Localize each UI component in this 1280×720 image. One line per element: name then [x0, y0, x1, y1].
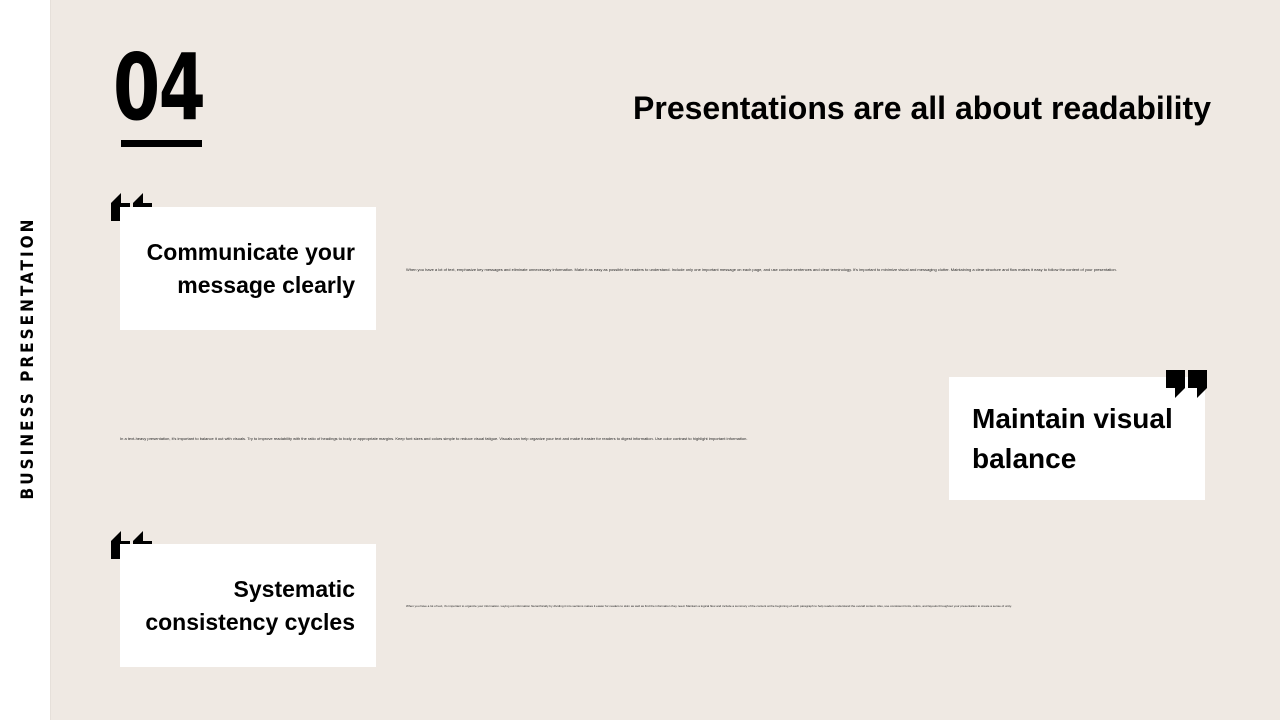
section-body: In a text-heavy presentation, it's impor… [120, 436, 748, 441]
number-underline [121, 140, 202, 147]
section-heading: Maintain visual balance [972, 402, 1173, 474]
section-heading: Communicate your message clearly [146, 238, 355, 298]
sidebar: BUSINESS PRESENTATION [0, 0, 51, 720]
close-quote-icon [1166, 370, 1207, 398]
section-card-consistency: Systematic consistency cycles [120, 544, 376, 667]
sidebar-label: BUSINESS PRESENTATION [18, 216, 38, 500]
slide-title: Presentations are all about readability [633, 90, 1211, 126]
section-body: When you have a lot of text, emphasize k… [406, 267, 1117, 272]
section-body: When you have a lot of text, it's import… [406, 604, 1012, 608]
section-card-balance: Maintain visual balance [949, 377, 1205, 500]
slide-number: 04 [113, 34, 206, 141]
section-heading: Systematic consistency cycles [145, 575, 355, 635]
section-card-communicate: Communicate your message clearly [120, 207, 376, 330]
